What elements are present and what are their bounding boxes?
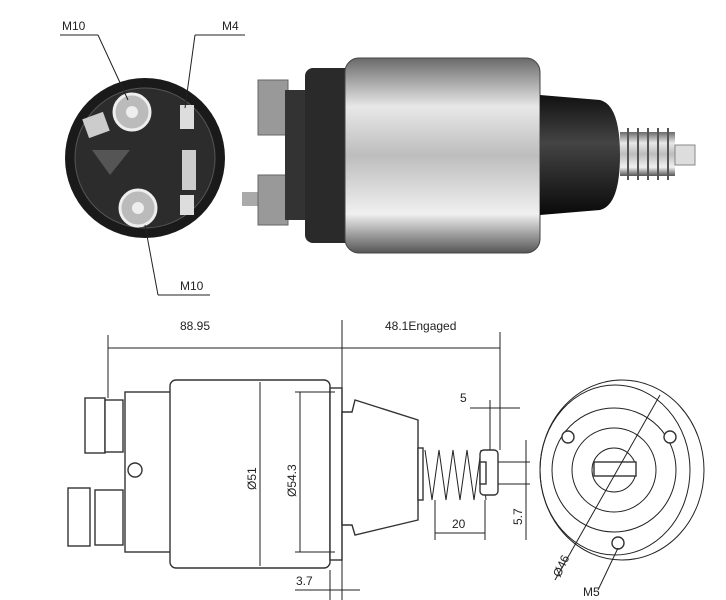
dim-spring-length: 20 (452, 517, 466, 531)
dimension-lines (107, 320, 530, 600)
side-view-drawing (67, 379, 499, 569)
leader-m10-bottom (144, 224, 159, 296)
label-m10-bottom: M10 (180, 279, 204, 293)
dim-body-diameter: Ø51 (245, 467, 259, 490)
dim-flange-diameter: Ø54.3 (285, 464, 299, 497)
side-view-photo (242, 57, 696, 254)
end-view-photo (65, 78, 225, 238)
label-m4: M4 (222, 19, 239, 33)
dim-flange-thickness: 3.7 (296, 574, 313, 588)
dim-bolt-circle: Ø46 (550, 552, 572, 579)
leader-m4 (184, 34, 196, 109)
end-view-drawing (539, 379, 705, 591)
label-m10-top: M10 (62, 19, 86, 33)
dim-mount-thread: M5 (583, 585, 600, 599)
leader-m10-top (97, 34, 129, 101)
dim-plunger-diameter: 5.7 (511, 508, 525, 525)
dim-plunger-tip: 5 (460, 391, 467, 405)
dim-engaged-travel: 48.1Engaged (385, 319, 456, 333)
dim-overall-length: 88.95 (180, 319, 210, 333)
